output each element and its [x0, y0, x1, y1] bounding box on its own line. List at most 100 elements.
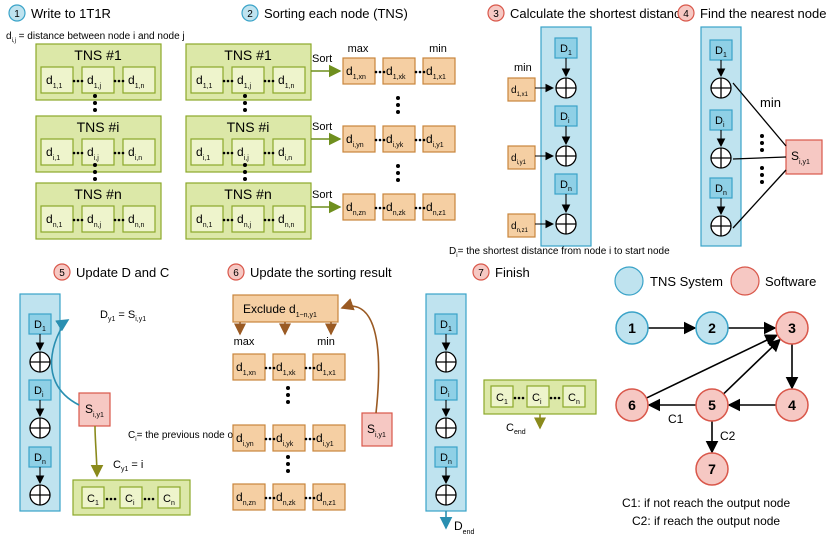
- step-5-badge-number: 5: [59, 268, 65, 279]
- step-3-title: Calculate the shortest distance: [510, 6, 688, 21]
- finish-C-dots: [521, 396, 525, 400]
- graph-node-label: 7: [708, 461, 716, 477]
- sorting-dots: [263, 79, 267, 83]
- sorted-row-cell-label: di,yn: [346, 132, 364, 149]
- update-sort-S-cell: [361, 412, 393, 447]
- sorted-row-cell: [422, 57, 456, 85]
- sorted-row-cell: [382, 57, 416, 85]
- nearest-D-label: D1: [715, 45, 727, 59]
- calc-input-cell: [507, 77, 536, 102]
- sorting-vertical-dots: [243, 108, 247, 112]
- S-to-exclude-arrow: [340, 298, 380, 414]
- step-6-badge-number: 6: [233, 268, 239, 279]
- sorted-row-cell-label: di,y1: [426, 132, 444, 149]
- sorting-dots: [222, 79, 226, 83]
- update-C-cell: [157, 486, 181, 509]
- updated-sorted-row-dots: [312, 366, 316, 370]
- exclude-box: [232, 294, 339, 323]
- write-vertical-dots: [93, 177, 97, 181]
- nearest-line-top: [732, 82, 787, 147]
- updated-sorted-row-dots: [272, 366, 276, 370]
- update-C-dots: [151, 497, 155, 501]
- updated-sorted-row-dots: [312, 437, 316, 441]
- sorted-row-cell-label: dn,zn: [346, 200, 366, 217]
- sorting-tns-cell-label: di,n: [278, 145, 292, 162]
- nearest-dots-lower: [760, 180, 764, 184]
- finish-C-dots: [513, 396, 517, 400]
- sorting-tns-cell: [272, 205, 306, 233]
- graph-edge-6-3: [646, 334, 779, 399]
- finish-C-dots: [549, 396, 553, 400]
- nearest-result-cell: [785, 139, 823, 175]
- calc-D-label: D1: [560, 43, 572, 57]
- write-dots: [76, 218, 80, 222]
- updated-sorted-vertical-dots: [286, 462, 290, 466]
- updated-sorted-row-cell-label: dn,z1: [316, 490, 336, 507]
- sorting-tns-cell: [231, 205, 265, 233]
- write-dots: [121, 79, 125, 83]
- write-tns-cell-label: d1,j: [87, 73, 102, 90]
- nearest-line-mid: [732, 156, 787, 160]
- nearest-dots-upper: [760, 141, 764, 145]
- sorting-dots: [222, 151, 226, 155]
- write-tns-label: TNS #n: [74, 186, 121, 202]
- graph-node-label: 5: [708, 397, 716, 413]
- update-C-label: Ci: [125, 493, 135, 507]
- sorted-row-cell: [382, 193, 416, 221]
- nearest-D-label: Dn: [715, 183, 727, 197]
- graph-node-label: 3: [788, 320, 796, 336]
- update-S-cell: [78, 392, 111, 427]
- write-dots: [121, 218, 125, 222]
- sorting-dots: [267, 218, 271, 222]
- nearest-min-label: min: [760, 95, 781, 110]
- sorted-row-cell-label: di,yk: [386, 132, 404, 149]
- update-C-label: C1: [87, 493, 99, 507]
- update-D-label: Di: [34, 385, 44, 399]
- sort-arrow-label: Sort: [312, 53, 332, 65]
- update-D-label: Dn: [34, 452, 46, 466]
- sorting-tns-cell-label: d1,1: [196, 73, 213, 90]
- Di-definition: Di= the shortest distance from node i to…: [449, 246, 670, 259]
- sorted-vertical-dots: [396, 178, 400, 182]
- sorted-row-dots: [418, 70, 422, 74]
- write-vertical-dots: [93, 94, 97, 98]
- finish-C-dots: [517, 396, 521, 400]
- updated-sorted-row-cell: [312, 353, 346, 381]
- updated-sorted-row-cell-label: d1,x1: [316, 360, 336, 377]
- step-2-title: Sorting each node (TNS): [264, 6, 408, 21]
- sorting-dots: [222, 218, 226, 222]
- sorted-row-dots: [378, 138, 382, 142]
- exclude-label: Exclude d1~n,y1: [243, 302, 317, 319]
- write-dots: [76, 79, 80, 83]
- write-tns-cell: [40, 205, 74, 233]
- graph-node-1: [615, 311, 649, 345]
- graph-node-7: [695, 452, 729, 486]
- legend-tns-label: TNS System: [650, 274, 723, 289]
- updated-sorted-row-cell: [232, 483, 266, 511]
- nearest-dots-lower: [760, 173, 764, 177]
- sorting-dots: [230, 79, 234, 83]
- finish-D-label: D1: [440, 319, 452, 333]
- sorting-dots: [267, 151, 271, 155]
- sorting-dots: [271, 218, 275, 222]
- sorted-row-dots: [382, 206, 386, 210]
- sorted-row-dots: [414, 138, 418, 142]
- finish-C-end-label: Cend: [506, 422, 526, 436]
- updated-sorted-row-cell: [312, 424, 346, 452]
- sorting-tns-label: TNS #1: [224, 47, 272, 63]
- sorted-row-dots: [382, 138, 386, 142]
- finish-C-cell: [490, 385, 514, 408]
- update-C-cell: [81, 486, 105, 509]
- sorted-row-dots: [374, 70, 378, 74]
- write-vertical-dots: [93, 108, 97, 112]
- step-4-badge: [677, 4, 695, 22]
- write-dots: [113, 79, 117, 83]
- write-dots: [72, 79, 76, 83]
- finish-C-label: Cn: [568, 392, 580, 406]
- updated-sorted-row-dots: [272, 496, 276, 500]
- sorted-row-cell: [422, 193, 456, 221]
- update-C-equation: Cy1 = i: [113, 459, 143, 473]
- calc-D-label: Dn: [560, 179, 572, 193]
- updated-sorted-row-cell-label: dn,zk: [276, 490, 296, 507]
- write-tns-cell: [81, 205, 115, 233]
